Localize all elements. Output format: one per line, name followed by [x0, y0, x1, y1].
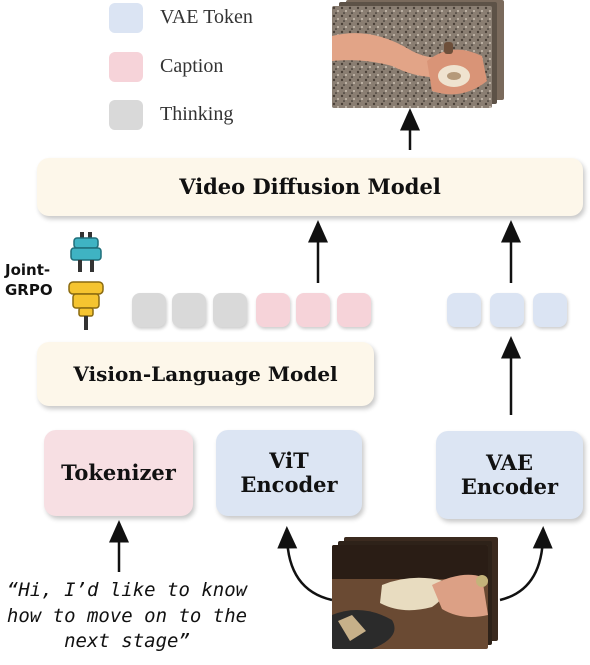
vae-token [447, 293, 481, 327]
vit-encoder-block: ViT Encoder [216, 430, 362, 516]
user-prompt: “Hi, I’d like to know how to move on to … [2, 578, 252, 655]
thinking-token [132, 293, 166, 327]
vae-token [490, 293, 524, 327]
caption-token [296, 293, 330, 327]
user-prompt-text: “Hi, I’d like to know how to move on to … [6, 579, 248, 653]
vision-language-model-label: Vision-Language Model [73, 361, 338, 386]
vision-language-model-block: Vision-Language Model [37, 342, 374, 406]
video-diffusion-model-label: Video Diffusion Model [179, 173, 441, 199]
arrow-video-to-vit [277, 526, 333, 602]
legend-label-thinking: Thinking [160, 103, 234, 125]
vae-encoder-label: VAE Encoder [460, 449, 559, 499]
video-diffusion-model-block: Video Diffusion Model [37, 158, 583, 216]
socket-icon [68, 281, 104, 330]
vae-token [533, 293, 567, 327]
tokenizer-label: Tokenizer [61, 459, 176, 485]
legend-swatch-vae-token [109, 3, 143, 33]
legend-swatch-thinking [109, 100, 143, 130]
thinking-token [172, 293, 206, 327]
joint-grpo-text: Joint- GRPO [5, 261, 53, 300]
thinking-token [213, 293, 247, 327]
plug-icon [70, 232, 102, 272]
caption-token [256, 293, 290, 327]
legend-swatch-caption [109, 52, 143, 82]
input-frame [332, 545, 488, 649]
vae-encoder-block: VAE Encoder [436, 431, 583, 519]
tokenizer-block: Tokenizer [44, 430, 193, 516]
output-frame [332, 6, 492, 108]
arrow-video-to-vae [499, 526, 553, 602]
caption-token [337, 293, 371, 327]
vit-encoder-label: ViT Encoder [240, 447, 338, 497]
legend-label-caption: Caption [160, 55, 224, 77]
legend-label-vae-token: VAE Token [160, 6, 253, 28]
joint-grpo-label: Joint- GRPO [5, 260, 53, 301]
